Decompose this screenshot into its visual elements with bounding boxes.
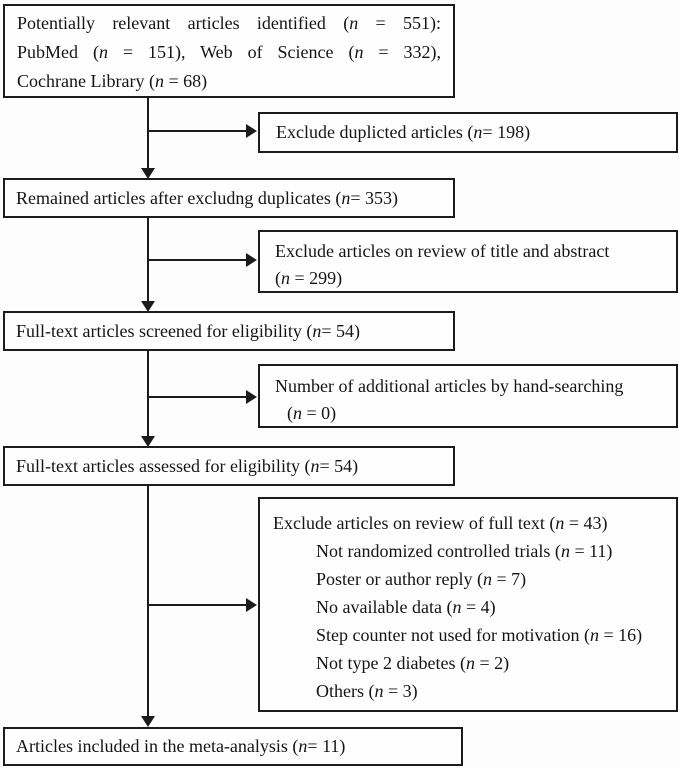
box-exclude-full-text: Exclude articles on review of full text … <box>258 497 678 712</box>
arrowhead-right-3-icon <box>246 390 257 404</box>
arrowhead-down-4-icon <box>141 716 155 727</box>
connector-horizontal-2 <box>148 259 247 261</box>
box-remained-after-duplicates: Remained articles after excludng duplica… <box>3 178 455 218</box>
arrowhead-down-1-icon <box>141 168 155 179</box>
connector-horizontal-4 <box>148 604 247 606</box>
identified-line-2: PubMed (n = 151), Web of Science (n = 33… <box>17 42 441 62</box>
exclude-fulltext-header: Exclude articles on review of full text … <box>273 513 608 533</box>
box-hand-searching: Number of additional articles by hand-se… <box>258 364 678 428</box>
arrowhead-down-3-icon <box>141 436 155 447</box>
exclude-reason-not-t2d: Not type 2 diabetes (n = 2) <box>316 653 510 673</box>
box-exclude-title-abstract: Exclude articles on review of title and … <box>258 230 678 293</box>
connector-vertical-4 <box>147 486 149 717</box>
connector-horizontal-1 <box>148 130 247 132</box>
hand-searching-line-1: Number of additional articles by hand-se… <box>275 376 624 396</box>
connector-vertical-3 <box>147 351 149 437</box>
exclude-reason-poster: Poster or author reply (n = 7) <box>316 569 527 589</box>
arrowhead-right-1-icon <box>246 124 257 138</box>
arrowhead-right-2-icon <box>246 253 257 267</box>
identified-line-1: Potentially relevant articles identified… <box>17 13 441 33</box>
exclude-title-line-2: (n = 299) <box>275 268 343 288</box>
connector-vertical-1 <box>147 97 149 169</box>
box-fulltext-assessed: Full-text articles assessed for eligibil… <box>3 446 455 486</box>
box-included-meta-analysis: Articles included in the meta-analysis (… <box>3 727 463 766</box>
exclude-reason-others: Others (n = 3) <box>316 681 418 701</box>
exclude-reason-not-rct: Not randomized controlled trials (n = 11… <box>316 541 613 561</box>
hand-searching-line-2: (n = 0) <box>287 403 337 423</box>
box-fulltext-screened: Full-text articles screened for eligibil… <box>3 311 455 351</box>
exclude-title-line-1: Exclude articles on review of title and … <box>275 241 610 261</box>
connector-horizontal-3 <box>148 396 247 398</box>
box-articles-identified: Potentially relevant articles identified… <box>3 4 455 98</box>
arrowhead-right-4-icon <box>246 598 257 612</box>
identified-line-3: Cochrane Library (n = 68) <box>17 71 208 91</box>
exclude-reason-no-data: No available data (n = 4) <box>316 597 496 617</box>
exclude-reason-step-counter: Step counter not used for motivation (n … <box>316 625 643 645</box>
arrowhead-down-2-icon <box>141 301 155 312</box>
box-exclude-duplicates: Exclude duplicted articles (n = 198) <box>258 112 678 153</box>
